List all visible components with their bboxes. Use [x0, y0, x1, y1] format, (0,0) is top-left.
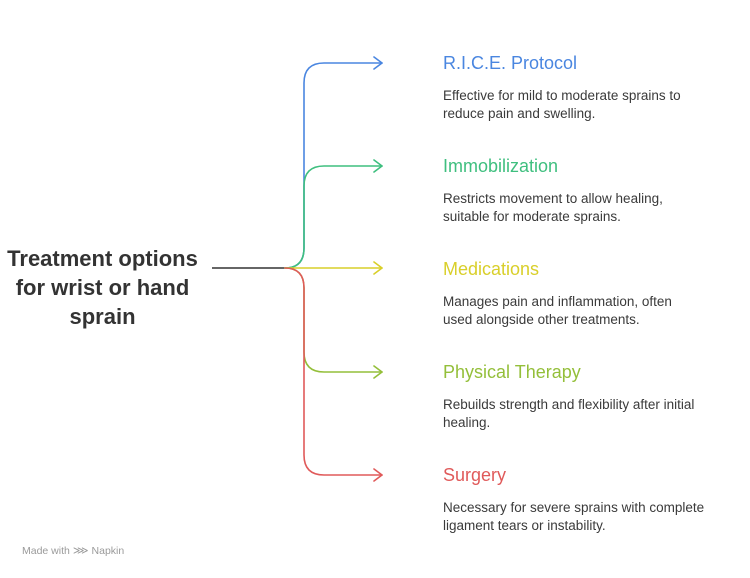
arrowhead-icon [373, 56, 383, 70]
branch-title: Medications [443, 259, 540, 279]
branch-description: Manages pain and inflammation, often use… [443, 294, 672, 327]
branch-description: Rebuilds strength and flexibility after … [443, 397, 695, 430]
branch-description: Necessary for severe sprains with comple… [443, 500, 705, 533]
branch-rice-protocol: R.I.C.E. Protocol Effective for mild to … [443, 51, 733, 123]
branch-title: Immobilization [443, 156, 559, 176]
branch-immobilization: Immobilization Restricts movement to all… [443, 154, 733, 226]
arrowhead-icon [373, 468, 383, 482]
footer-credit: Made with ⋙ Napkin [22, 544, 125, 558]
branch-surgery: Surgery Necessary for severe sprains wit… [443, 463, 733, 535]
branch-description: Effective for mild to moderate sprains t… [443, 88, 681, 121]
arrowhead-icon [373, 261, 383, 275]
arrowhead-icon [373, 159, 383, 173]
footer-made-with: Made with [22, 544, 70, 557]
root-topic-title: Treatment options for wrist or hand spra… [7, 246, 198, 329]
branch-medications: Medications Manages pain and inflammatio… [443, 257, 733, 329]
connector-physical-therapy [284, 267, 383, 373]
branch-description: Restricts movement to allow healing, sui… [443, 191, 663, 224]
branch-title: Physical Therapy [443, 362, 581, 382]
arrowhead-icon [373, 365, 383, 379]
branch-physical-therapy: Physical Therapy Rebuilds strength and f… [443, 360, 733, 432]
connector-surgery [284, 267, 383, 476]
napkin-logo-icon: ⋙ [72, 545, 89, 557]
branch-title: Surgery [443, 465, 507, 485]
branch-title: R.I.C.E. Protocol [443, 53, 578, 73]
footer-brand: Napkin [91, 544, 125, 557]
connector-immobilization [284, 165, 383, 269]
